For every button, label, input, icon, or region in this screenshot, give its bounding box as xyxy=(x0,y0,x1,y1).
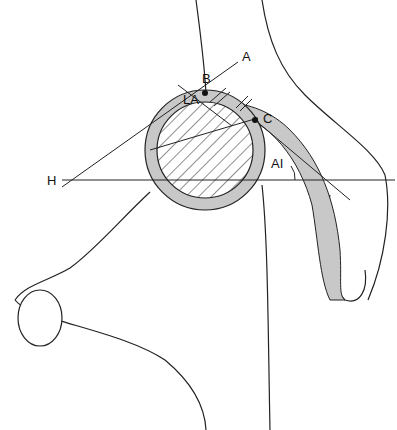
line-ai xyxy=(255,120,350,200)
point-label: C xyxy=(262,112,273,125)
line-a xyxy=(62,62,238,187)
femur-lateral-contour xyxy=(262,185,270,430)
angle-arc xyxy=(291,166,295,180)
angle-label: AI xyxy=(270,157,284,170)
point-b xyxy=(202,90,208,96)
angle-label: LA xyxy=(182,93,200,106)
horizontal-line xyxy=(62,180,395,181)
point-label: B xyxy=(201,72,212,85)
line-b xyxy=(178,85,232,126)
femoral-neck-contour xyxy=(15,192,150,300)
line-label: A xyxy=(241,50,252,63)
tick-marks xyxy=(210,88,252,111)
point-c xyxy=(252,117,258,123)
line-bc xyxy=(150,118,258,150)
head-hatching xyxy=(150,95,260,205)
line-label: H xyxy=(46,174,57,187)
femoral-head-cartilage xyxy=(145,90,265,210)
lesser-trochanter xyxy=(18,290,62,346)
